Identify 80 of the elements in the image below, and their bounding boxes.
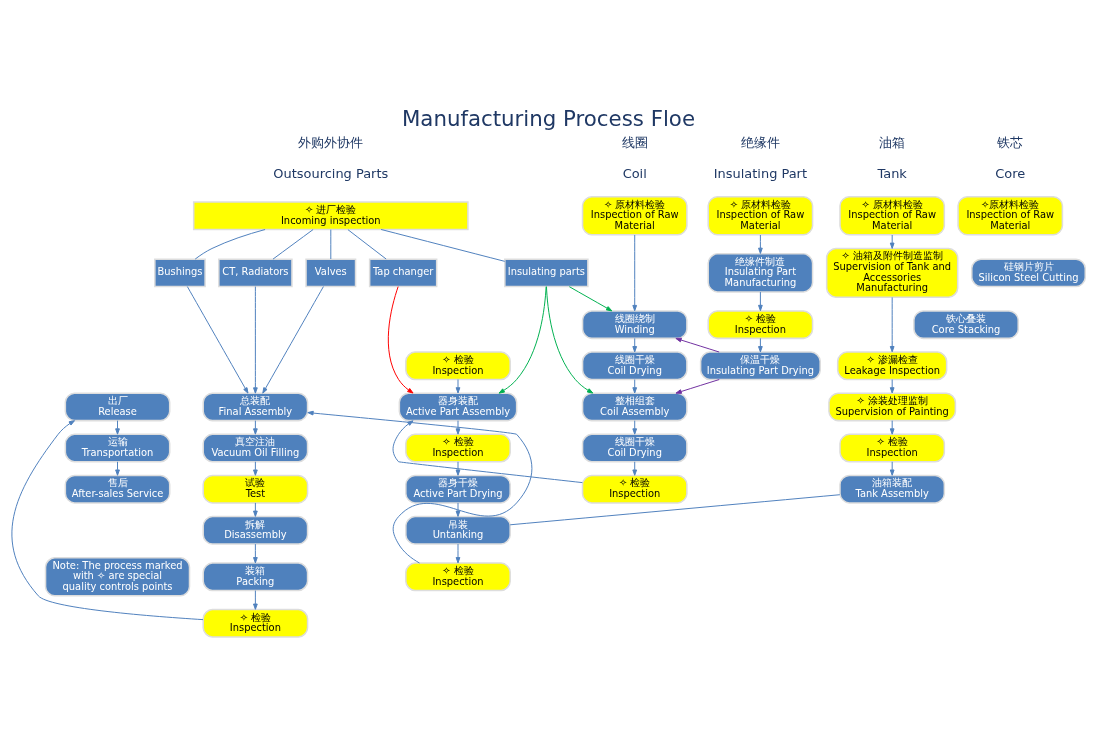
node-box: 线圈绕制 Winding xyxy=(581,310,688,340)
node-box: 总装配 Final Assembly xyxy=(202,392,309,422)
arrow xyxy=(758,337,763,353)
node-box: ✧ 原材料检验 Inspection of Raw Material xyxy=(707,195,814,236)
arrow xyxy=(758,234,763,254)
node-box: 油箱装配 Tank Assembly xyxy=(839,474,946,504)
connector xyxy=(509,494,841,526)
node-box: 绝缘件制造 Insulating Part Manufacturing xyxy=(707,253,814,293)
diagram-title: Manufacturing Process Floe xyxy=(401,106,696,132)
node-box: ✧ 检验 Inspection xyxy=(405,562,511,592)
arrow xyxy=(387,286,414,394)
node-box: ✧ 涂装处理监制 Supervision of Painting xyxy=(828,392,957,422)
node-box: ✧ 检验 Inspection xyxy=(707,310,814,340)
arrow xyxy=(498,286,547,394)
arrow xyxy=(253,543,258,564)
label: 外购外协件 xyxy=(298,135,364,151)
label: 油箱 xyxy=(879,135,906,151)
arrow xyxy=(632,234,638,312)
node-box: 装箱 Packing xyxy=(202,562,309,592)
node-box: 真空注油 Vacuum Oil Filling xyxy=(202,433,309,463)
label: Insulating Part xyxy=(713,165,808,181)
node-box: 硅钢片剪片 Silicon Steel Cutting xyxy=(971,258,1086,288)
arrow xyxy=(568,286,613,312)
node-box: 吊装 Untanking xyxy=(405,515,511,545)
label: 铁芯 xyxy=(997,135,1024,151)
connector xyxy=(347,229,387,260)
node-box: 拆解 Disassembly xyxy=(202,515,309,545)
arrow xyxy=(186,286,249,394)
arrow xyxy=(758,291,763,312)
node-box: ✧ 检验 Inspection xyxy=(405,351,511,381)
connector xyxy=(272,229,314,260)
node-box: Bushings xyxy=(154,258,206,288)
node-box: ✧ 原材料检验 Inspection of Raw Material xyxy=(581,195,688,236)
node-box: ✧ 检验 Inspection xyxy=(202,608,309,638)
node-box: 试验 Test xyxy=(202,474,309,504)
arrow xyxy=(675,379,720,394)
node-box: ✧ 进厂检验 Incoming inspection xyxy=(192,201,469,231)
label: 绝缘件 xyxy=(740,135,780,151)
node-box: ✧原材料检验 Inspection of Raw Material xyxy=(957,195,1064,236)
node-box: 出厂 Release xyxy=(64,392,171,422)
node-box: Valves xyxy=(305,258,357,288)
node-box: Insulating parts xyxy=(504,258,589,288)
label: Outsourcing Parts xyxy=(273,165,389,181)
label: Core xyxy=(995,165,1026,181)
label: Coil xyxy=(622,165,647,181)
arrow xyxy=(889,296,895,353)
arrow xyxy=(253,590,258,610)
connector xyxy=(330,229,332,260)
label: 线圈 xyxy=(621,135,648,151)
connector xyxy=(380,228,506,262)
arrow xyxy=(253,286,258,394)
node-box: 线圈干燥 Coil Drying xyxy=(581,433,688,463)
node-box: ✧ 渗漏检查 Leakage Inspection xyxy=(836,351,948,381)
arrow xyxy=(455,502,461,517)
node-box: 运输 Transportation xyxy=(64,433,171,463)
node-box: ✧ 原材料检验 Inspection of Raw Material xyxy=(839,195,946,236)
label: Tank xyxy=(877,165,907,181)
arrow xyxy=(455,543,461,564)
arrow xyxy=(455,420,461,435)
node-box: ✧ 油箱及附件制造监制 Supervision of Tank and Accessories Manufacturing xyxy=(825,247,959,298)
node-box: 售后 After-sales Service xyxy=(64,474,171,504)
node-box: ✧ 检验 Inspection xyxy=(405,433,511,463)
arrow xyxy=(455,379,461,394)
arrow xyxy=(455,461,461,476)
node-box: 线圈干燥 Coil Drying xyxy=(581,351,688,381)
arrow xyxy=(262,286,324,394)
node-box: CT, Radiators xyxy=(218,258,293,288)
node-box: Note: The process marked with ✧ are special quality controls points xyxy=(44,557,191,597)
arrow xyxy=(675,337,720,353)
node-box: 整相组套 Coil Assembly xyxy=(581,392,688,422)
node-box: 保温干燥 Insulating Part Drying xyxy=(699,351,821,381)
node-box: ✧ 检验 Inspection xyxy=(839,433,946,463)
node-box: ✧ 检验 Inspection xyxy=(581,474,688,504)
node-box: 器身干燥 Active Part Drying xyxy=(405,474,511,504)
node-box: 器身装配 Active Part Assembly xyxy=(398,392,518,422)
node-box: Tap changer xyxy=(368,258,438,288)
node-box: 铁心叠装 Core Stacking xyxy=(913,310,1019,340)
connector xyxy=(194,229,266,260)
arrow xyxy=(632,337,638,353)
arrow xyxy=(307,410,533,564)
